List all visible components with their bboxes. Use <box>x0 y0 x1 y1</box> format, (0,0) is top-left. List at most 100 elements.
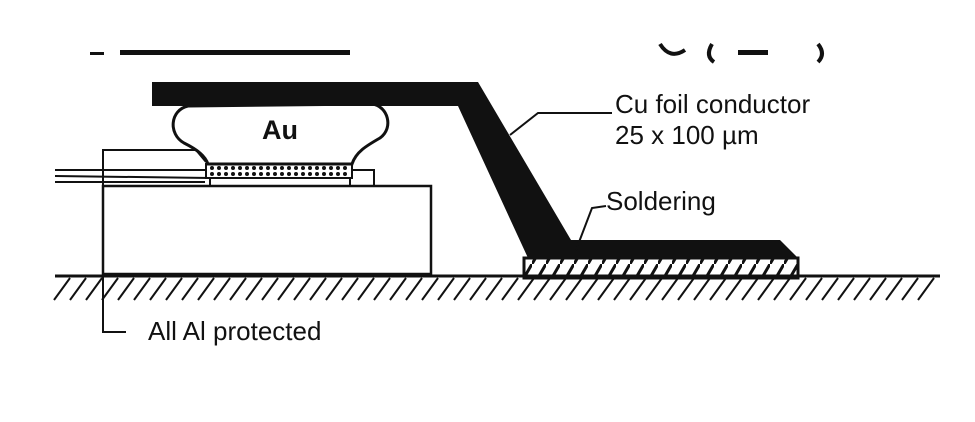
pad-metallization-dot <box>280 172 284 176</box>
ground-hatch-stroke <box>741 277 759 301</box>
ground-hatch-stroke <box>709 277 727 301</box>
pad-metallization-dot <box>273 172 277 176</box>
al-protected-label: All Al protected <box>148 316 321 346</box>
pad-metallization-dot <box>252 172 256 176</box>
cu-foil-leader-line <box>509 112 612 136</box>
ground-hatch-stroke <box>885 277 903 301</box>
ground-hatch-stroke <box>133 277 151 301</box>
cropped-text-stroke <box>120 50 350 55</box>
pad-metallization-dot <box>266 172 270 176</box>
pad-metallization-dot <box>308 172 312 176</box>
ground-hatch-stroke <box>373 277 391 301</box>
pad-metallization-dot <box>238 166 242 170</box>
ground-hatch-stroke <box>437 277 455 301</box>
ground-hatch-stroke <box>245 277 263 301</box>
pad-metallization-dot <box>308 166 312 170</box>
pad-metallization-dot <box>280 166 284 170</box>
pad-metallization-dot <box>329 166 333 170</box>
pad-metallization-dot <box>224 166 228 170</box>
cu-foil-label-line2: 25 x 100 µm <box>615 120 759 150</box>
ground-hatch-stroke <box>229 277 247 301</box>
ground-hatch-stroke <box>517 277 535 301</box>
ground-hatch-stroke <box>869 277 887 301</box>
al-protected-pointer-line <box>103 149 207 163</box>
pad-metallization-dot <box>245 166 249 170</box>
pad-metallization-dot <box>315 172 319 176</box>
pad-metallization-dot <box>301 166 305 170</box>
ground-hatch-stroke <box>341 277 359 301</box>
ground-hatch-stroke <box>629 277 647 301</box>
pad-metallization-dot <box>259 172 263 176</box>
ground-hatch-stroke <box>757 277 775 301</box>
ground-hatch-stroke <box>85 277 103 301</box>
ground-hatch-stroke <box>405 277 423 301</box>
ground-hatch-stroke <box>453 277 471 301</box>
ground-hatch-stroke <box>773 277 791 301</box>
ground-hatch-stroke <box>661 277 679 301</box>
pad-metallization-dot <box>217 172 221 176</box>
ground-hatch-stroke <box>549 277 567 301</box>
pad-metallization-dot <box>322 172 326 176</box>
pad-metallization-dot <box>301 172 305 176</box>
pad-metallization-dot <box>273 166 277 170</box>
pad-metallization-dot <box>294 166 298 170</box>
chip-surface-lead-lines <box>54 169 211 183</box>
ground-hatch-stroke <box>325 277 343 301</box>
solder-joint <box>522 256 800 280</box>
ground-hatch-stroke <box>821 277 839 301</box>
ground-hatch-stroke <box>181 277 199 301</box>
pad-metallization-dot <box>238 172 242 176</box>
ground-hatch-stroke <box>101 277 119 301</box>
cu-foil-label-line1: Cu foil conductor <box>615 89 810 119</box>
ground-hatch-stroke <box>213 277 231 301</box>
ground-hatch-stroke <box>613 277 631 301</box>
ground-hatch-stroke <box>149 277 167 301</box>
pad-metallization-dot <box>266 166 270 170</box>
ground-hatch-stroke <box>597 277 615 301</box>
soldering-leader-line <box>575 205 607 251</box>
pad-metallization-dot <box>217 166 221 170</box>
substrate-ground <box>53 274 940 301</box>
ground-hatch-stroke <box>165 277 183 301</box>
ground-hatch-stroke <box>421 277 439 301</box>
ground-hatch-stroke <box>837 277 855 301</box>
ground-hatch-stroke <box>485 277 503 301</box>
pad-metallization-dot <box>329 172 333 176</box>
ground-hatch-stroke <box>389 277 407 301</box>
pad-metallization-dot <box>315 166 319 170</box>
ground-hatch-stroke <box>677 277 695 301</box>
ground-hatch-stroke <box>357 277 375 301</box>
silicon-chip <box>101 149 433 276</box>
gold-bump-label: Au <box>262 115 298 145</box>
pad-metallization-dot <box>336 172 340 176</box>
ground-hatch-stroke <box>501 277 519 301</box>
ground-hatch-stroke <box>853 277 871 301</box>
al-protected-leader-line <box>102 186 126 333</box>
ground-hatch-stroke <box>533 277 551 301</box>
ground-hatch-stroke <box>805 277 823 301</box>
ground-hatch-stroke <box>309 277 327 301</box>
cu-foil-conductor <box>152 82 798 258</box>
pad-metallization-dot <box>259 166 263 170</box>
ground-hatch-stroke <box>53 277 71 301</box>
pad-metallization-dot <box>343 172 347 176</box>
ground-hatch-stroke <box>117 277 135 301</box>
ground-hatch-stroke <box>197 277 215 301</box>
ground-hatch-stroke <box>901 277 919 301</box>
pad-metallization-dot <box>322 166 326 170</box>
ground-hatch-stroke <box>69 277 87 301</box>
cropped-header-fragment <box>90 42 824 64</box>
soldering-label: Soldering <box>606 186 716 216</box>
ground-hatch-stroke <box>293 277 311 301</box>
pad-metallization-dot <box>231 172 235 176</box>
pad-metallization-dot <box>231 166 235 170</box>
ground-hatch-stroke <box>469 277 487 301</box>
ground-hatch-stroke <box>565 277 583 301</box>
ground-hatch-stroke <box>917 277 935 301</box>
pad-metallization-dot <box>245 172 249 176</box>
pad-metallization-dot <box>287 166 291 170</box>
pad-metallization-dot <box>252 166 256 170</box>
pad-metallization-dot <box>294 172 298 176</box>
ground-hatch-stroke <box>693 277 711 301</box>
